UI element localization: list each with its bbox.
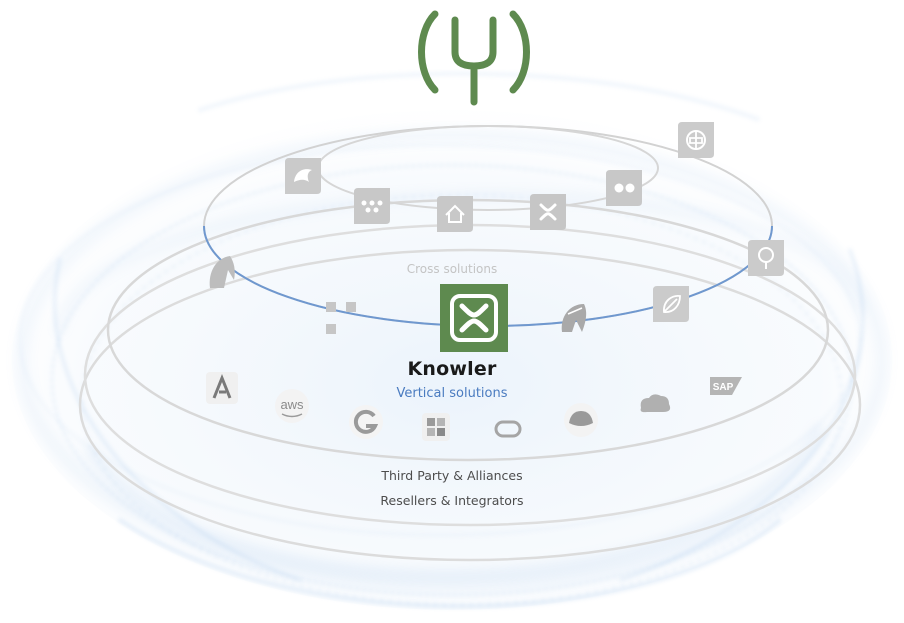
vertical-solutions-label: Vertical solutions — [396, 386, 508, 401]
google-icon — [349, 405, 383, 439]
flickr-dots-icon — [606, 170, 642, 206]
outer-ring-4 — [78, 248, 862, 562]
resellers-label: Resellers & Integrators — [380, 493, 524, 508]
partner-icons: aws SAP — [206, 372, 742, 441]
aws-text: aws — [280, 397, 304, 412]
adobe-icon — [206, 372, 238, 404]
shopify-like-icon — [354, 188, 390, 224]
knowler-x-mark — [450, 294, 498, 342]
mysql-dolphin-icon — [285, 158, 321, 194]
horse-head-icon — [561, 304, 587, 332]
horse-icon — [209, 256, 235, 288]
right-paren — [509, 10, 530, 94]
left-paren — [418, 10, 439, 94]
third-party-label: Third Party & Alliances — [381, 468, 523, 483]
home-icon — [437, 196, 473, 232]
chinese-char-icon — [678, 122, 714, 158]
sap-text: SAP — [713, 382, 734, 393]
redhat-icon — [564, 403, 598, 437]
cross-solutions-label: Cross solutions — [406, 262, 498, 276]
fork-glyph — [451, 16, 497, 106]
tree-icon — [748, 240, 784, 276]
aws-icon: aws — [275, 389, 309, 423]
knowler-logo-mark — [418, 10, 530, 106]
salesforce-icon — [640, 394, 671, 413]
particle-swirl — [17, 71, 887, 608]
knowler-x-icon — [530, 194, 566, 230]
cross-solutions-icons — [285, 122, 714, 232]
oracle-icon — [494, 420, 522, 438]
vertical-ring-icons — [209, 240, 784, 334]
background-glow — [12, 110, 892, 610]
microsoft-icon — [422, 413, 450, 441]
leaf-icon — [653, 286, 689, 322]
blocks-icon — [326, 302, 356, 334]
brand-name: Knowler — [407, 358, 497, 380]
sap-icon: SAP — [710, 377, 742, 395]
knowler-center-tile — [440, 284, 508, 352]
